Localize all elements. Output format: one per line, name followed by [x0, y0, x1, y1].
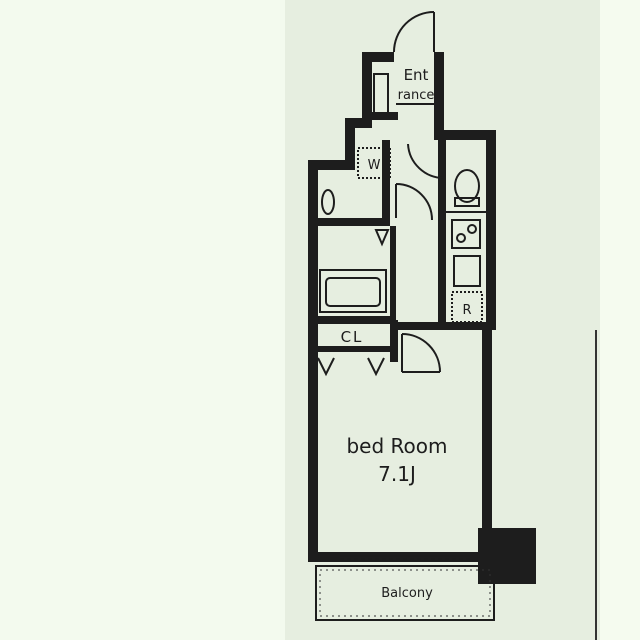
exterior-walls [308, 52, 536, 584]
entrance-door [393, 11, 435, 53]
refrigerator-space [451, 291, 483, 323]
refrigerator-label: R [462, 303, 471, 318]
entrance-label-line2: rance [398, 88, 435, 103]
closet-label: CL [341, 328, 364, 346]
bedroom-door [401, 333, 441, 373]
closet-doors [317, 357, 385, 377]
bedroom-name-label: bed Room [346, 434, 447, 458]
washer-space [357, 147, 391, 179]
balcony-outline [315, 565, 495, 621]
left-margin [0, 0, 285, 640]
balcony-label: Balcony [381, 586, 433, 601]
bath-door-marker [374, 229, 390, 247]
wash-basin-icon [321, 189, 335, 215]
kitchen-sink-icon [453, 255, 481, 287]
stove-icon [451, 219, 481, 249]
balcony-inner [319, 569, 491, 617]
balcony-window [340, 555, 470, 560]
toilet-icon [454, 169, 480, 207]
bedroom-size-label: 7.1J [378, 462, 416, 486]
washer-label: W [368, 158, 381, 173]
interior-walls [318, 112, 486, 362]
shoe-closet [373, 73, 389, 115]
right-margin [600, 0, 640, 640]
entrance-label-line1: Ent [404, 66, 429, 84]
washroom-door [395, 183, 433, 221]
bathtub-icon [319, 269, 387, 313]
toilet-door [407, 143, 445, 180]
